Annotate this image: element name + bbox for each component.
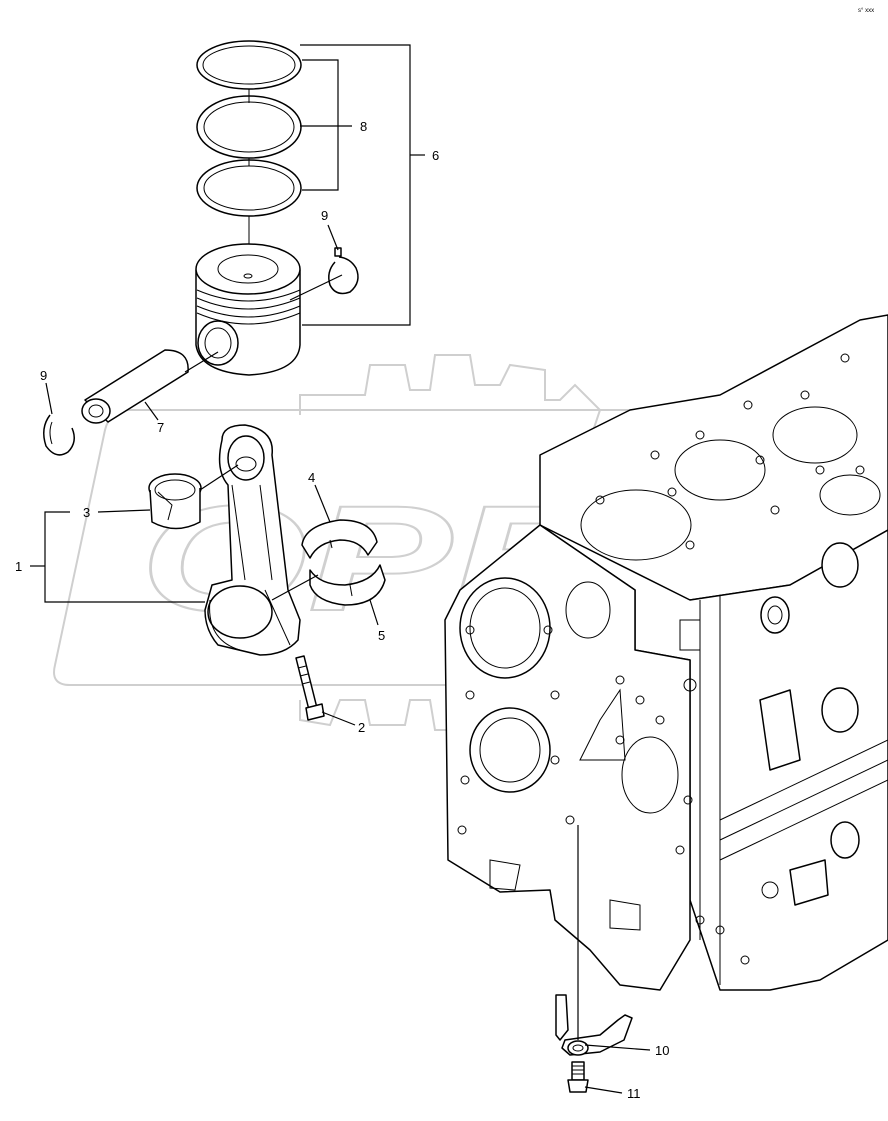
- callout-2: 2: [358, 720, 365, 735]
- callout-10: 10: [655, 1043, 669, 1058]
- piston-pin: [81, 349, 189, 424]
- circlip-left: [43, 414, 75, 456]
- rod-bolt: [295, 655, 325, 721]
- callout-5: 5: [378, 628, 385, 643]
- callout-4: 4: [308, 470, 315, 485]
- piston: [195, 243, 301, 376]
- callout-3: 3: [83, 505, 90, 520]
- nozzle-bolt: [567, 1061, 589, 1093]
- leader-lines: [30, 44, 651, 1094]
- callout-1: 1: [15, 559, 22, 574]
- callout-9-left: 9: [40, 368, 47, 383]
- callout-7: 7: [157, 420, 164, 435]
- piston-cooling-nozzle: [555, 994, 633, 1056]
- callout-9-right: 9: [321, 208, 328, 223]
- callout-8: 8: [360, 119, 367, 134]
- bearing-shell-upper: [301, 519, 378, 559]
- circlip-right: [328, 247, 359, 295]
- corner-code: s° xxx: [858, 8, 874, 14]
- bearing-shell-lower: [309, 564, 386, 606]
- piston-ring-bottom: [196, 159, 302, 217]
- engine-block: [444, 314, 888, 991]
- piston-ring-middle: [196, 95, 302, 159]
- small-end-bushing: [148, 473, 202, 530]
- callout-6: 6: [432, 148, 439, 163]
- piston-ring-top: [196, 40, 302, 90]
- callout-11: 11: [627, 1086, 641, 1101]
